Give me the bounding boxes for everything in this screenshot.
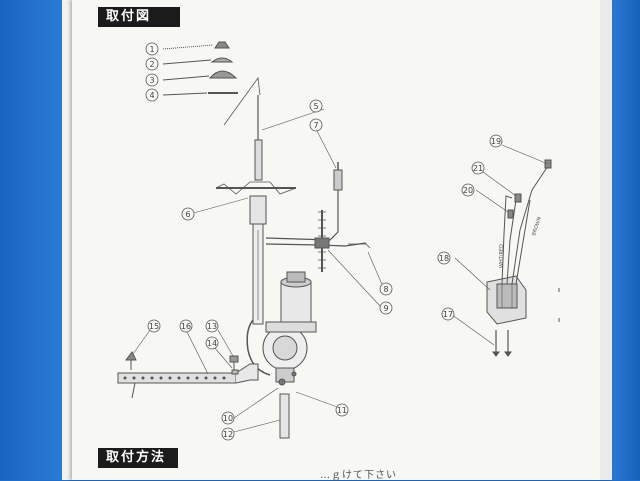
callout-5: 5 — [313, 102, 318, 111]
antenna-cap-parts — [162, 41, 238, 96]
antenna-mast — [215, 95, 297, 325]
screws — [125, 351, 239, 375]
callout-21: 21 — [473, 164, 483, 173]
section-heading-installation-method: 取付方法 — [98, 448, 178, 468]
callout-19: 19 — [491, 137, 501, 146]
callout-8: 8 — [383, 285, 388, 294]
section-heading-installation-diagram: 取付図 — [98, 7, 180, 27]
mounting-bracket — [314, 210, 330, 272]
wire-label-brown: BROWN — [531, 216, 543, 237]
background-left — [0, 0, 64, 480]
callout-1: 1 — [149, 45, 154, 54]
callout-3: 3 — [149, 76, 154, 85]
callout-15: 15 — [149, 322, 159, 331]
callout-10: 10 — [223, 414, 233, 423]
callout-2: 2 — [149, 60, 154, 69]
motor-assembly — [262, 271, 317, 386]
callout-6: 6 — [185, 210, 190, 219]
callout-18: 18 — [439, 254, 449, 263]
callout-13: 13 — [207, 322, 217, 331]
background-right — [610, 0, 640, 480]
callout-12: 12 — [223, 430, 233, 439]
callout-9: 9 — [383, 304, 388, 313]
callout-14: 14 — [207, 339, 217, 348]
callout-7: 7 — [313, 121, 318, 130]
partial-instruction-text: …ｇけて下さい — [320, 470, 397, 481]
callout-16: 16 — [181, 322, 191, 331]
antenna-cable — [265, 162, 371, 249]
callout-20: 20 — [463, 186, 473, 195]
wire-label-white-red: WHT/RED — [499, 244, 505, 268]
callout-17: 17 — [443, 310, 453, 319]
callout-11: 11 — [337, 406, 347, 415]
mounting-strap — [117, 363, 259, 399]
relay-switch — [486, 159, 560, 357]
callout-4: 4 — [149, 91, 154, 100]
sheet-edge — [600, 0, 612, 480]
instruction-sheet — [72, 0, 612, 480]
